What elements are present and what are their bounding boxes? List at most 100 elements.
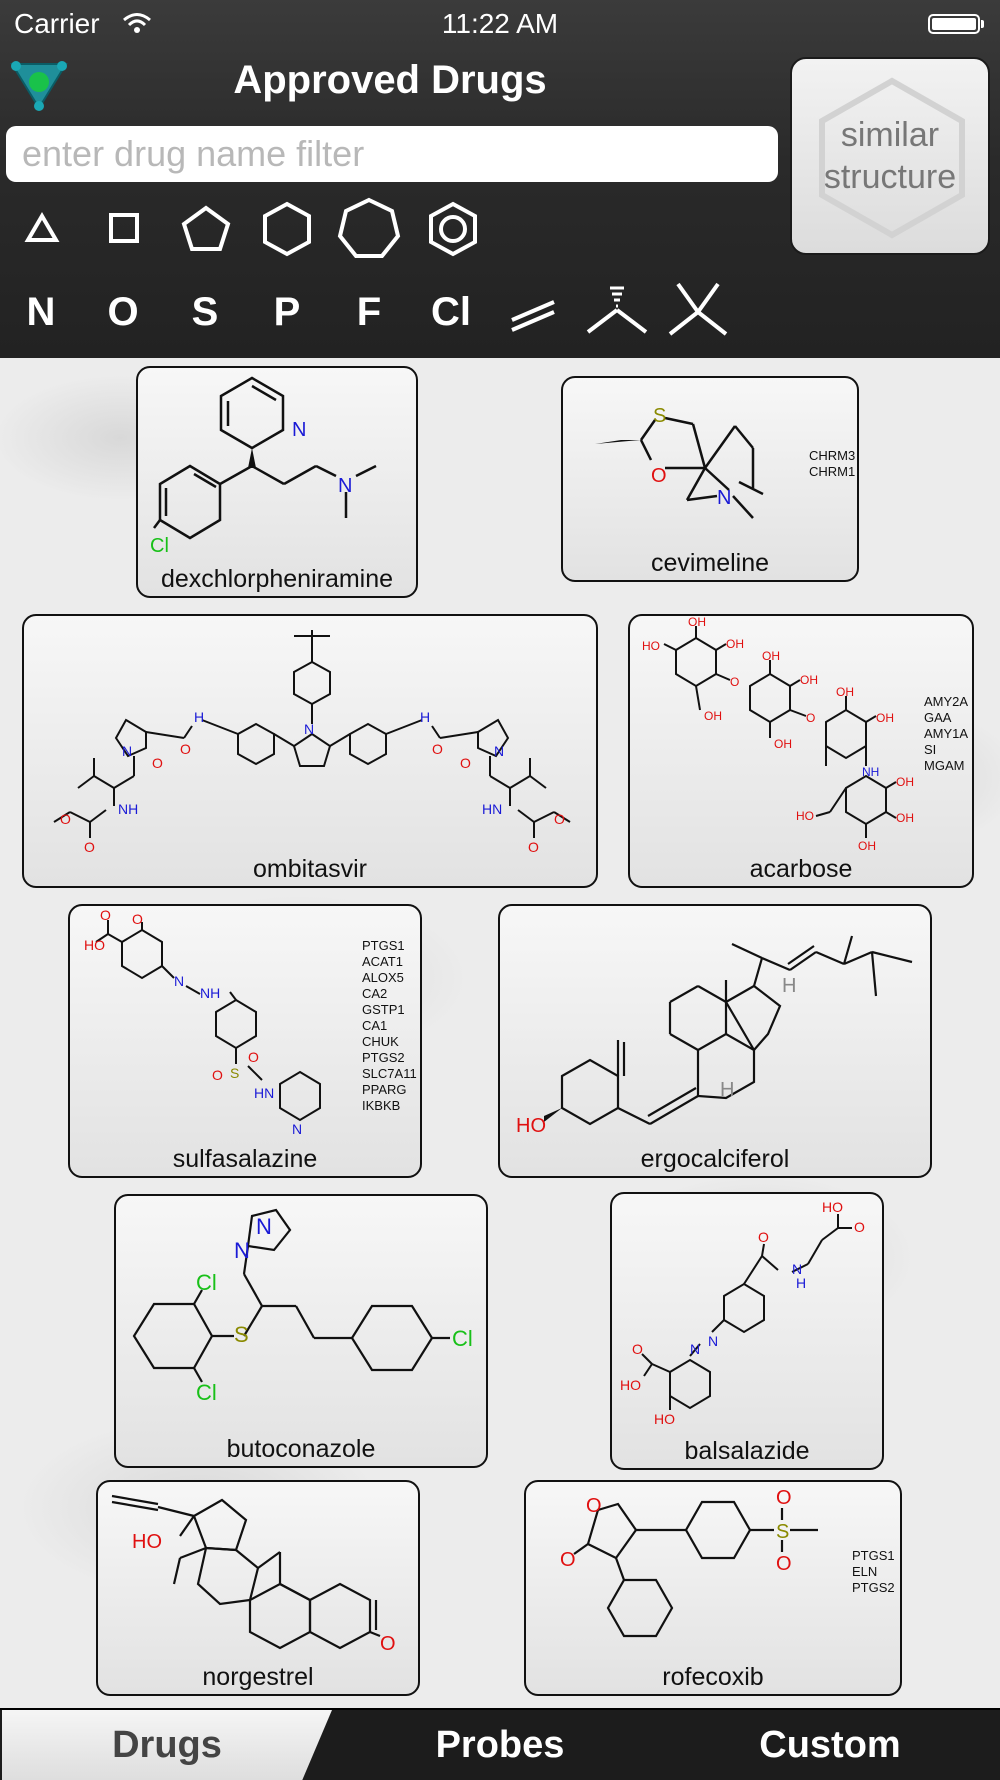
drug-grid: N N Cl dexchlorpheniramine S O N (0, 358, 1000, 1708)
target-item: ACAT1 (362, 954, 403, 969)
atom-label-o: O (212, 1067, 223, 1083)
atom-label-nh: H (194, 709, 204, 725)
header-toolbar: Approved Drugs similar structure N O S P… (0, 0, 1000, 358)
heptagon-ring-button[interactable] (336, 196, 402, 262)
atom-label-o: O (776, 1553, 792, 1575)
target-item: SI (924, 742, 937, 757)
atom-label-o: O (586, 1495, 602, 1517)
drug-name: ergocalciferol (640, 1145, 790, 1173)
drug-card-butoconazole[interactable]: N N S Cl Cl Cl butoconazole (114, 1194, 488, 1468)
atom-label-o: O (432, 741, 443, 757)
similar-structure-button[interactable]: similar structure (790, 57, 990, 255)
atom-label-o: O (528, 839, 539, 855)
drug-name: dexchlorpheniramine (160, 565, 394, 593)
atom-label-oh: OH (896, 811, 914, 825)
battery-icon (928, 14, 984, 34)
target-item: ALOX5 (362, 970, 404, 985)
tab-custom[interactable]: Custom (759, 1723, 901, 1766)
atom-label-o: O (730, 675, 739, 689)
drug-card-balsalazide[interactable]: HO O O N H N N O HO HO balsalazide (610, 1192, 884, 1470)
drug-card-norgestrel[interactable]: HO O norgestrel (96, 1480, 420, 1696)
app-logo-icon[interactable] (8, 58, 70, 114)
target-list: CHRM3 CHRM1 (809, 448, 855, 480)
atom-label-n: N (256, 1214, 272, 1239)
drug-card-ergocalciferol[interactable]: H H HO ergocalciferol (498, 904, 932, 1178)
atom-label-n: N (717, 487, 731, 509)
atom-label-n: N (494, 743, 504, 759)
structure-rofecoxib: O O S O O (560, 1487, 818, 1638)
drug-card-sulfasalazine[interactable]: O O HO N NH S O O HN N PTGS1 ACAT1 ALOX5… (68, 904, 422, 1178)
atom-label-o: O (132, 911, 143, 927)
atom-chlorine-button[interactable]: Cl (431, 289, 471, 334)
triangle-ring-button[interactable] (20, 206, 64, 250)
atom-label-ho: HO (654, 1411, 675, 1427)
drug-name: ombitasvir (253, 855, 367, 883)
structure-ergocalciferol: H H HO (516, 935, 913, 1137)
drug-card-rofecoxib[interactable]: O O S O O PTGS1 ELN PTGS2 rofecoxib (524, 1480, 902, 1696)
atom-nitrogen-button[interactable]: N (26, 289, 56, 334)
target-list: AMY2A GAA AMY1A SI MGAM (924, 694, 968, 774)
drug-name-filter-input[interactable] (6, 126, 778, 182)
atom-label-n: N (234, 1238, 250, 1263)
benzene-ring-button[interactable] (424, 200, 482, 258)
atom-label-o: O (152, 755, 163, 771)
atom-label-n: N (708, 1333, 718, 1349)
structure-norgestrel: HO O (111, 1494, 396, 1655)
atom-label-oh: OH (704, 709, 722, 723)
atom-label-nh: NH (862, 765, 879, 779)
atom-label-n: N (338, 475, 352, 497)
atom-label-cl: Cl (452, 1326, 473, 1351)
target-item: PPARG (362, 1082, 407, 1097)
drug-card-cevimeline[interactable]: S O N CHRM3 CHRM1 cevimeline (561, 376, 859, 582)
drug-card-acarbose[interactable]: OH OH HO OH O OH OH OH O OH OH NH OH OH … (628, 614, 974, 888)
structure-ombitasvir: N H H O O O O N N NH HN O O O O (53, 630, 571, 855)
atom-label-h: H (782, 975, 796, 997)
atom-fluorine-button[interactable]: F (356, 289, 382, 334)
atom-phosphorus-button[interactable]: P (273, 289, 301, 334)
atom-label-oh: OH (876, 711, 894, 725)
branch-bond-button[interactable] (664, 280, 732, 336)
structure-butoconazole: N N S Cl Cl Cl (132, 1208, 473, 1405)
square-ring-button[interactable] (102, 206, 146, 250)
atom-label-oh: OH (726, 637, 744, 651)
atom-label-o: O (60, 811, 71, 827)
atom-label-ho: HO (516, 1115, 546, 1137)
atom-label-ho: HO (642, 639, 660, 653)
structure-cevimeline: S O N (595, 405, 764, 519)
pentagon-ring-button[interactable] (180, 204, 232, 254)
similar-button-line2: structure (823, 158, 957, 196)
double-bond-button[interactable] (508, 290, 558, 334)
drug-name: balsalazide (684, 1437, 810, 1465)
atom-label-s: S (776, 1521, 789, 1543)
atom-label-ho: HO (84, 937, 105, 953)
atom-label-oh: OH (836, 685, 854, 699)
atom-label-oh: OH (774, 737, 792, 751)
atom-label-n: N (174, 973, 184, 989)
wifi-icon (123, 13, 151, 33)
atom-label-oh: OH (688, 616, 706, 629)
target-item: PTGS1 (852, 1548, 895, 1563)
target-item: PTGS2 (852, 1580, 895, 1595)
target-item: CA2 (362, 986, 388, 1001)
atom-label-cl: Cl (150, 535, 169, 557)
target-list: PTGS1 ELN PTGS2 (852, 1548, 895, 1596)
hexagon-ring-button[interactable] (258, 200, 316, 258)
target-item: CHRM3 (809, 448, 856, 463)
drug-card-ombitasvir[interactable]: N H H O O O O N N NH HN O O O O ombitasv… (22, 614, 598, 888)
atom-label-oh: OH (858, 839, 876, 853)
tab-probes[interactable]: Probes (435, 1723, 565, 1766)
tab-drugs[interactable]: Drugs (2, 1710, 332, 1780)
tab-bar: Drugs Probes Custom (0, 1708, 1000, 1780)
atom-label-n: N (122, 743, 132, 759)
drug-card-dexchlorpheniramine[interactable]: N N Cl dexchlorpheniramine (136, 366, 418, 598)
target-item: GSTP1 (362, 1002, 405, 1017)
atom-label-o: O (806, 711, 815, 725)
similar-button-line1: similar (840, 116, 940, 154)
page-title: Approved Drugs (233, 58, 547, 102)
wedge-stereo-bond-button[interactable] (582, 280, 652, 336)
atom-label-h: H (796, 1275, 806, 1291)
atom-oxygen-button[interactable]: O (107, 289, 139, 334)
atom-sulfur-button[interactable]: S (191, 289, 219, 334)
atom-label-ho: HO (620, 1377, 641, 1393)
target-item: PTGS1 (362, 938, 405, 953)
